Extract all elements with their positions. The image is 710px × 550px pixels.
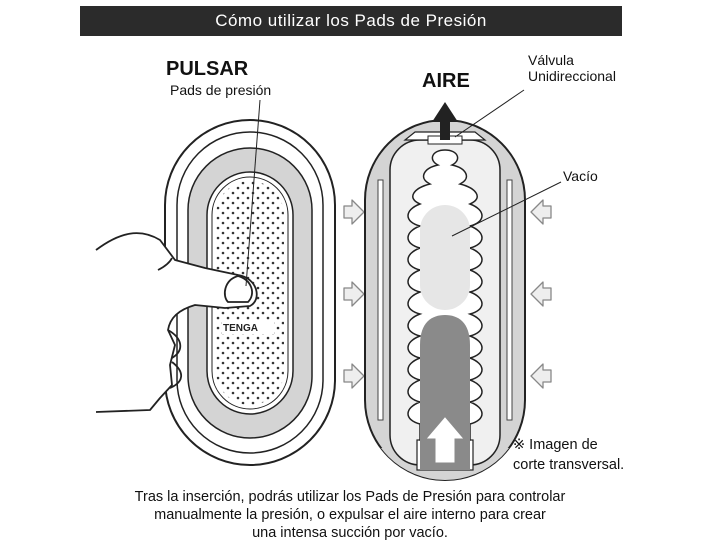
pulsar-label: PULSAR <box>166 58 249 80</box>
caption-line2: manualmente la presión, o expulsar el ai… <box>154 507 546 523</box>
page-title: Cómo utilizar los Pads de Presión <box>80 6 622 36</box>
valve-leader-line <box>454 89 525 138</box>
pressure-arrow-icon <box>530 363 552 389</box>
insert-arrow-up-icon <box>426 417 464 463</box>
vacuum-label: Vacío <box>563 168 598 184</box>
pressure-arrows <box>343 199 552 389</box>
right-device-cross-section <box>364 119 526 481</box>
caption-line3: una intensa succión por vacío. <box>252 525 448 541</box>
hand-finger-icon <box>95 232 258 413</box>
pads-label: Pads de presión <box>170 82 272 98</box>
cross-section-note: ※ Imagen de corte transversal. <box>513 435 624 475</box>
caption-line1: Tras la inserción, podrás utilizar los P… <box>134 489 566 505</box>
valve-label-line1: Válvula <box>528 52 574 68</box>
air-arrow-up-icon <box>432 102 458 140</box>
pressure-arrow-icon <box>343 363 365 389</box>
vacuum-leader-line <box>451 181 562 237</box>
note-line1: ※ Imagen de <box>513 437 598 453</box>
brand-logo-text: TENGA <box>223 323 258 334</box>
valve-label-line2: Unidireccional <box>528 68 616 84</box>
tenga-logo: TENGA <box>223 323 258 334</box>
pressure-arrow-icon <box>343 281 365 307</box>
pressure-arrow-icon <box>343 199 365 225</box>
caption: Tras la inserción, podrás utilizar los P… <box>100 488 600 542</box>
pressure-arrow-icon <box>530 199 552 225</box>
note-line2: corte transversal. <box>513 457 625 473</box>
pads-leader-line <box>245 99 261 287</box>
air-label: AIRE <box>422 70 470 92</box>
valve-label: Válvula Unidireccional <box>528 52 616 84</box>
pressure-arrow-icon <box>530 281 552 307</box>
